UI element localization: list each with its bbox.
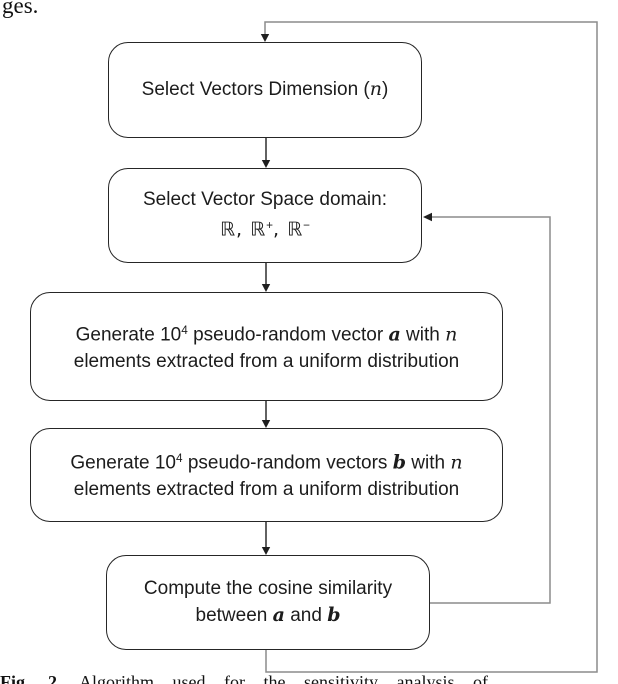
arrow-box4-to-box5 [261, 522, 271, 555]
flow-box-generate-vector-a: Generate 104 pseudo-random vector a with… [30, 292, 503, 401]
figure-caption: Fig. 2. Algorithm used for the sensitivi… [0, 671, 618, 684]
figure-caption-text: Algorithm used for the sensitivity analy… [61, 672, 488, 684]
flow-box-generate-vectors-b: Generate 104 pseudo-random vectors b wit… [30, 428, 503, 522]
paragraph-remnant-text: ges. [2, 0, 39, 18]
flow-box-select-domain: Select Vector Space domain:ℝ, ℝ+, ℝ− [108, 168, 422, 263]
figure-caption-label: Fig. 2. [0, 672, 62, 684]
flow-box-select-dimension: Select Vectors Dimension (n) [108, 42, 422, 138]
arrow-box2-to-box3 [261, 263, 271, 292]
arrow-box1-to-box2 [261, 138, 271, 168]
inner-feedback-loop [423, 212, 551, 604]
arrow-box3-to-box4 [261, 401, 271, 428]
